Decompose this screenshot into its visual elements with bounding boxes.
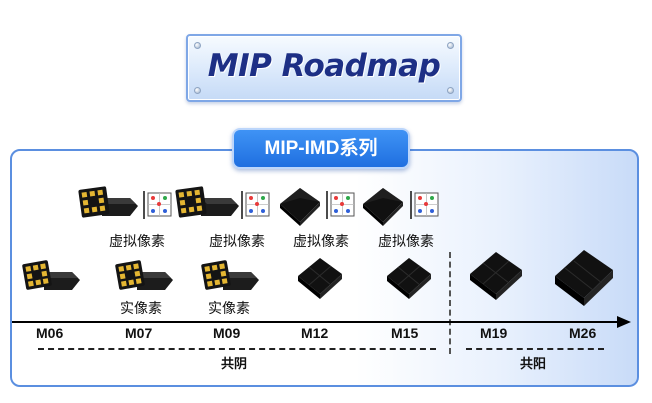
screw-icon xyxy=(447,42,454,49)
led-chip-icon xyxy=(175,186,239,222)
virtual-pixel-label: 虚拟像素 xyxy=(293,233,349,249)
virtual-pixel-grid-icon xyxy=(143,191,172,219)
group-divider xyxy=(449,252,451,354)
screw-icon xyxy=(447,87,454,94)
black-chip-icon xyxy=(296,256,344,300)
screw-icon xyxy=(194,42,201,49)
group-bracket-common-anode xyxy=(466,348,604,350)
black-chip-icon xyxy=(278,186,322,226)
black-chip-icon xyxy=(361,186,405,226)
black-chip-icon xyxy=(468,250,524,302)
led-chip-icon xyxy=(78,186,138,222)
virtual-pixel-label: 虚拟像素 xyxy=(378,233,434,249)
screw-icon xyxy=(194,87,201,94)
milestone-m06: M06 xyxy=(36,325,64,341)
title-plaque: MIP Roadmap xyxy=(186,34,462,102)
real-pixel-label: 实像素 xyxy=(208,300,250,316)
black-chip-icon xyxy=(553,248,615,308)
arrow-right-icon xyxy=(617,316,631,328)
milestone-m15: M15 xyxy=(391,325,419,341)
timeline-axis xyxy=(12,321,622,323)
virtual-pixel-grid-icon xyxy=(326,191,355,219)
milestone-m12: M12 xyxy=(301,325,329,341)
page-title: MIP Roadmap xyxy=(207,48,441,84)
led-chip-icon xyxy=(115,258,173,296)
milestone-m26: M26 xyxy=(569,325,597,341)
series-tab: MIP-IMD系列 xyxy=(232,128,410,169)
virtual-pixel-label: 虚拟像素 xyxy=(109,233,165,249)
real-pixel-label: 实像素 xyxy=(120,300,162,316)
led-chip-icon xyxy=(201,258,259,296)
group-label-common-cathode: 共阴 xyxy=(221,356,248,371)
milestone-m19: M19 xyxy=(480,325,508,341)
group-label-common-anode: 共阳 xyxy=(520,356,547,371)
black-chip-icon xyxy=(385,256,433,300)
milestone-m09: M09 xyxy=(213,325,241,341)
group-bracket-common-cathode xyxy=(38,348,436,350)
milestone-m07: M07 xyxy=(125,325,153,341)
led-chip-icon xyxy=(22,258,80,296)
virtual-pixel-label: 虚拟像素 xyxy=(209,233,265,249)
virtual-pixel-grid-icon xyxy=(410,191,439,219)
virtual-pixel-grid-icon xyxy=(241,191,270,219)
